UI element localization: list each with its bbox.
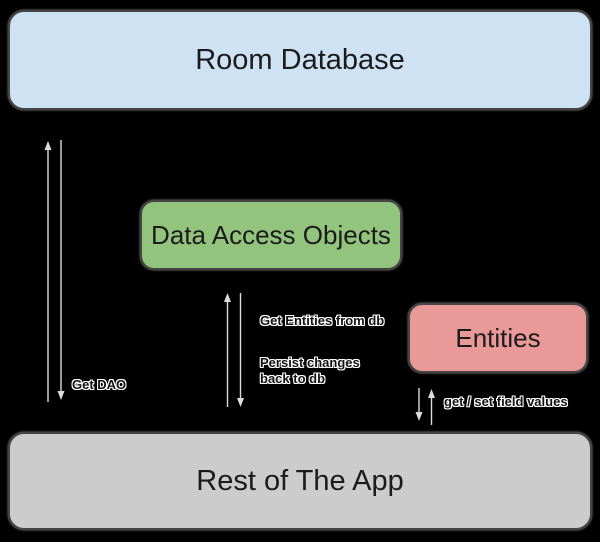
arrow-app-to-dao-up-icon — [224, 293, 231, 407]
arrow-app-to-roomdb-up-icon — [44, 141, 52, 402]
room-database-box: Room Database — [8, 10, 592, 110]
rest-of-the-app-box: Rest of The App — [8, 432, 592, 530]
entities-title: Entities — [455, 322, 541, 353]
entities-box: Entities — [408, 303, 588, 373]
arrow-dao-to-app-down-icon — [237, 293, 244, 407]
arrow-app-to-entities-up-icon — [428, 389, 435, 425]
room-database-title: Room Database — [195, 43, 405, 76]
label-get-entities-from-db: Get Entities from db — [260, 313, 385, 328]
label-persist-line1: Persist changes — [260, 355, 360, 370]
data-access-objects-box: Data Access Objects — [140, 200, 402, 270]
rest-of-the-app-title: Rest of The App — [196, 464, 404, 497]
arrow-entities-to-app-down-icon — [415, 388, 423, 421]
arrow-roomdb-to-app-down-icon — [57, 140, 65, 400]
label-persist-changes-back-to-db: Persist changes back to db — [260, 355, 360, 387]
data-access-objects-title: Data Access Objects — [151, 219, 391, 250]
label-persist-line2: back to db — [260, 371, 326, 386]
label-get-dao: Get DAO — [72, 377, 127, 392]
label-get-set-field-values: get / set field values — [444, 394, 568, 409]
